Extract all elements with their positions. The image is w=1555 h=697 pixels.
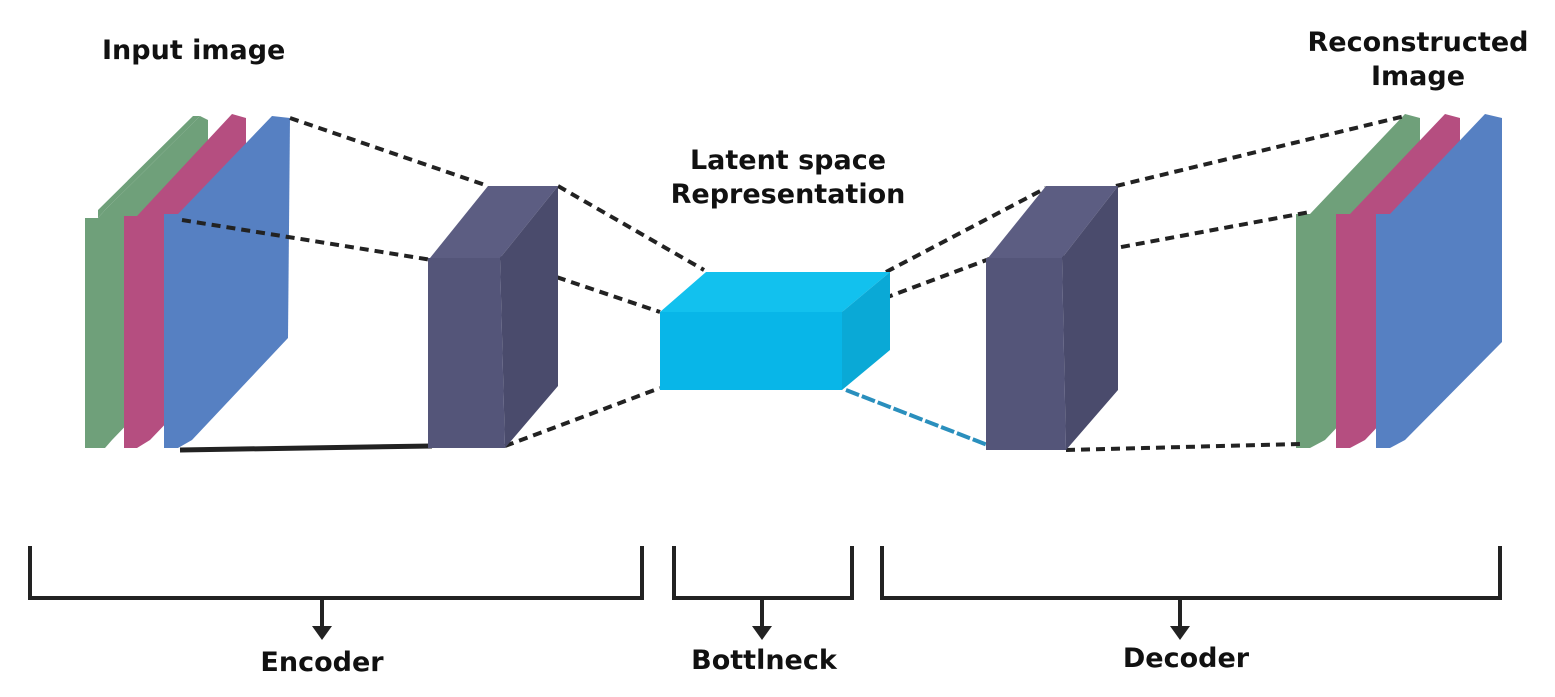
input-blue-layer [178,116,290,448]
input-green-channel [85,218,98,448]
output-pink-channel [1336,214,1350,448]
latent-label-line1: Latent space [689,145,887,176]
encoder-block-top [430,186,558,258]
decoder-block-front [986,258,1066,450]
output-green-channel [1296,214,1310,448]
bottleneck-label: Bottlneck [691,645,837,676]
decoder-bracket [880,546,1502,640]
input-image-stack [85,114,290,448]
decoder-block-side [1062,186,1118,450]
decoder-block [986,186,1118,450]
latent-label-line2: Representation [670,179,906,210]
encoder-connector-lines [179,116,705,453]
encoder-block-front [428,258,505,448]
encoder-arrow-icon [312,626,332,640]
reconstructed-image-label: Reconstructed Image [1300,26,1536,94]
input-blue-channel [164,214,178,448]
output-blue-channel [1376,214,1390,448]
latent-cube-front [660,312,842,390]
latent-space-cube [660,272,890,390]
reconstructed-label-line2: Image [1370,61,1466,92]
output-blue-layer [1390,114,1502,448]
bottleneck-bracket [672,546,854,640]
input-image-label: Input image [102,35,286,66]
decoder-block-top [988,186,1118,258]
encoder-label: Encoder [260,647,384,678]
input-pink-channel [124,216,137,448]
encoder-block [428,186,558,448]
encoder-bracket [28,546,644,640]
decoder-connector-lines [841,114,1406,452]
bottleneck-arrow-icon [752,626,772,640]
reconstructed-image-stack [1296,114,1502,448]
latent-cube-top [660,272,890,312]
reconstructed-label-line1: Reconstructed [1307,27,1529,58]
encoder-block-side [500,186,558,448]
latent-space-label: Latent space Representation [660,144,916,212]
latent-cube-side [842,272,890,390]
decoder-label: Decoder [1122,643,1250,674]
decoder-arrow-icon [1170,626,1190,640]
